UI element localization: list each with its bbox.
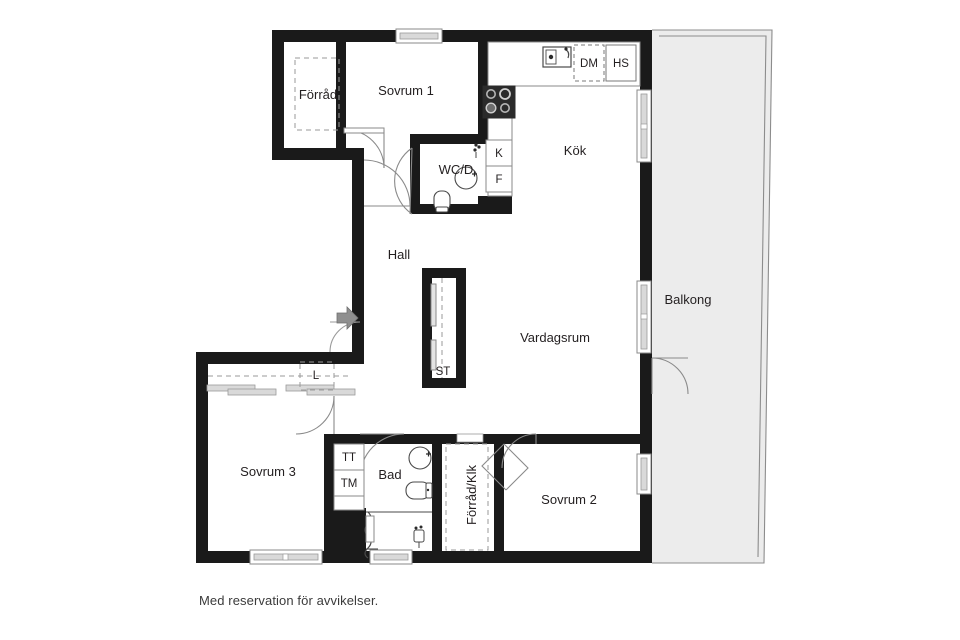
stove-icon <box>482 85 516 119</box>
appliance-label-tm: TM <box>341 478 358 490</box>
forradklk-dashed <box>445 443 489 551</box>
tt-box <box>333 443 365 471</box>
appliance-label-dm: DM <box>580 58 598 70</box>
st-closet-fittings <box>430 283 437 371</box>
room-label-balkong: Balkong <box>665 292 712 307</box>
win-sovrum2-right <box>636 453 652 495</box>
win-bad-bot <box>369 549 413 565</box>
appliance-label-hs: HS <box>613 58 629 70</box>
bad-toilet-icon <box>405 481 433 500</box>
win-sovrum1-top <box>395 28 443 44</box>
appliance-label-l: L <box>313 370 320 382</box>
room-label-wc-d: WC/D <box>439 162 474 177</box>
room-label-forrad-1: Förråd <box>299 87 337 102</box>
windows-group <box>206 28 652 565</box>
forradklk-door <box>481 443 529 491</box>
bad-floordrain-icon <box>413 525 425 548</box>
laundry-extra-box <box>333 495 365 511</box>
laundry-fittings <box>333 443 375 543</box>
room-label-forrad-klk: Förråd/Klk <box>464 465 479 525</box>
forrad-door <box>343 127 385 169</box>
win-vard-right <box>636 280 652 354</box>
disclaimer-caption: Med reservation för avvikelser. <box>199 593 379 608</box>
room-label-vardagsrum: Vardagsrum <box>520 330 590 345</box>
sovrum3-door <box>295 395 335 435</box>
appliance-label-k: K <box>495 148 503 160</box>
sovrum1-door <box>363 159 411 207</box>
appliance-label-tt: TT <box>342 452 356 464</box>
hs-box <box>605 44 637 82</box>
room-label-hall: Hall <box>388 247 411 262</box>
appliance-label-f: F <box>495 174 502 186</box>
balcony-door <box>651 357 689 395</box>
fridge-box <box>485 165 513 193</box>
bad-washbasin-icon <box>408 446 432 470</box>
win-sovrum3-bot <box>249 549 323 565</box>
wc-toilet-icon <box>433 190 451 213</box>
win-kok-right <box>636 89 652 163</box>
wcd-door <box>394 147 413 215</box>
room-label-bad: Bad <box>378 467 401 482</box>
wc-shower-icon <box>473 143 481 158</box>
sink-icon <box>542 46 572 68</box>
win-sovrum3-left-a <box>206 384 277 396</box>
room-label-kok: Kök <box>564 143 587 158</box>
st-shelf-upper <box>430 283 437 327</box>
tm-box <box>333 469 365 497</box>
kitchen-fittings <box>482 41 641 197</box>
room-label-sovrum-1: Sovrum 1 <box>378 83 434 98</box>
appliance-label-st: ST <box>436 366 451 378</box>
room-label-sovrum-2: Sovrum 2 <box>541 492 597 507</box>
room-label-sovrum-3: Sovrum 3 <box>240 464 296 479</box>
room-labels: Förråd Sovrum 1 Kök WC/D Hall Vardagsrum… <box>240 83 711 525</box>
dishwasher-box <box>573 44 605 82</box>
entry-door[interactable] <box>329 306 361 353</box>
appliance-labels: DM HS K F TT TM ST L <box>313 58 630 490</box>
win-forradklk-top <box>456 433 484 443</box>
utility-hatch <box>365 515 375 543</box>
win-sovrum3-left-b <box>285 384 356 396</box>
freezer-box <box>485 139 513 167</box>
doors-group <box>295 127 689 491</box>
entry-arrow-icon <box>336 306 359 330</box>
sovrum2-door <box>501 433 537 469</box>
wc-fixtures <box>433 143 481 213</box>
balcony-area <box>652 29 773 564</box>
forrad-dashed <box>294 57 340 131</box>
bad-fixtures <box>364 446 433 559</box>
wc-washbasin-icon <box>454 166 478 190</box>
l-closet-dashed <box>299 361 335 391</box>
